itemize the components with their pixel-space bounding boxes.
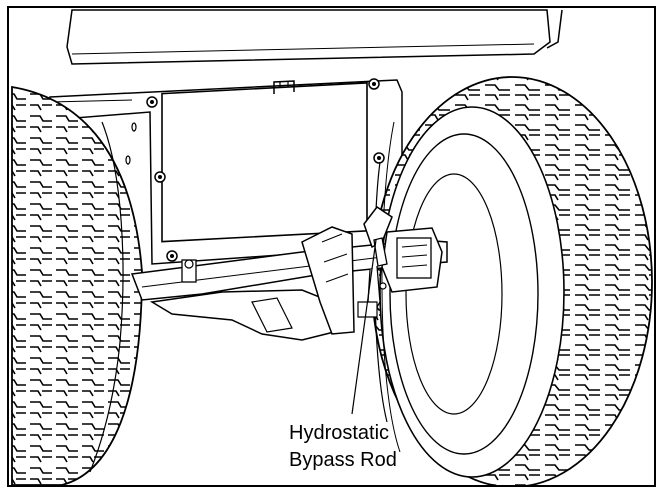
rear-frame-panel — [49, 78, 403, 265]
seat-housing — [66, 9, 563, 65]
transaxle-assembly — [130, 205, 448, 341]
illustration-frame: Hydrostatic Bypass Rod — [7, 6, 656, 487]
tractor-rear-axle-illustration — [11, 9, 653, 485]
callout-label: Hydrostatic Bypass Rod — [289, 420, 397, 474]
callout-line-2: Bypass Rod — [289, 449, 397, 471]
access-plate — [161, 82, 368, 243]
left-rear-tire — [11, 85, 143, 485]
callout-leader-line — [351, 239, 377, 415]
callout-line-1: Hydrostatic — [289, 422, 390, 444]
